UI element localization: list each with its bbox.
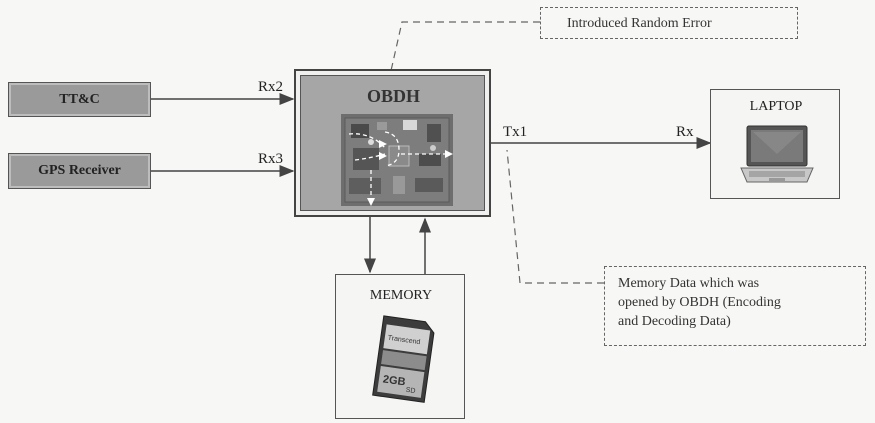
port-rx3: Rx3 bbox=[258, 151, 284, 167]
port-rx2: Rx2 bbox=[258, 79, 284, 95]
sd-card-logo: SD bbox=[405, 387, 416, 395]
gps-label: GPS Receiver bbox=[38, 163, 121, 178]
memory-data-note: Memory Data which was opened by OBDH (En… bbox=[604, 266, 866, 346]
port-rx: Rx bbox=[676, 124, 694, 140]
circuit-board-icon bbox=[341, 114, 453, 206]
random-error-leader bbox=[387, 21, 540, 85]
sd-card-brand: Transcend bbox=[387, 335, 421, 347]
ttc-block: TT&C bbox=[8, 82, 151, 117]
laptop-label: LAPTOP bbox=[749, 99, 803, 114]
memory-data-line3: and Decoding Data) bbox=[618, 314, 731, 329]
sd-card-capacity: 2GB bbox=[382, 373, 406, 388]
laptop-block: LAPTOP bbox=[710, 89, 840, 199]
obdh-block: OBDH bbox=[300, 75, 485, 211]
memory-data-line1: Memory Data which was bbox=[618, 276, 760, 291]
random-error-note: Introduced Random Error bbox=[540, 7, 798, 39]
memory-data-line2: opened by OBDH (Encoding bbox=[618, 295, 781, 310]
ttc-label: TT&C bbox=[59, 91, 100, 107]
port-tx1: Tx1 bbox=[503, 124, 528, 140]
laptop-icon bbox=[740, 125, 814, 183]
random-error-text: Introduced Random Error bbox=[567, 16, 712, 31]
sd-card-icon: Transcend 2GB SD bbox=[372, 315, 435, 403]
memory-label: MEMORY bbox=[369, 288, 433, 303]
gps-receiver-block: GPS Receiver bbox=[8, 153, 151, 189]
memory-block: MEMORY Transcend 2GB SD bbox=[335, 274, 465, 419]
memory-data-leader bbox=[506, 149, 604, 284]
obdh-title: OBDH bbox=[366, 86, 420, 106]
